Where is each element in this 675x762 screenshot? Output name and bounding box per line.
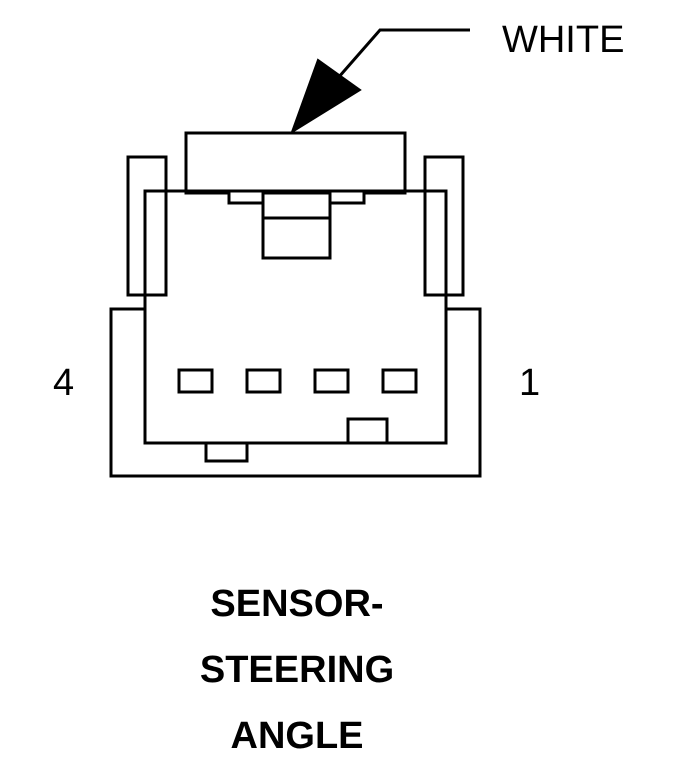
title-line-1: SENSOR-: [210, 583, 383, 625]
center-key-slot: [261, 203, 332, 260]
pin-right-label: 1: [519, 362, 540, 404]
key-notch-right: [328, 189, 366, 205]
pin-cavity-2: [313, 368, 350, 394]
callout-leader-line: [336, 28, 470, 79]
connector-outer-shell: [109, 307, 482, 478]
left-latch-post: [126, 155, 168, 297]
right-latch-post: [423, 155, 465, 297]
connector-body: [143, 189, 448, 463]
locking-tab: [184, 131, 407, 195]
title-line-3: ANGLE: [231, 715, 364, 757]
pin-cavities: [177, 368, 418, 394]
pin-cavity-3: [245, 368, 282, 394]
pin-left-label: 4: [53, 362, 74, 404]
callout-arrow-icon: [290, 58, 362, 135]
wire-color-label: WHITE: [502, 19, 624, 61]
pin-cavity-4: [177, 368, 214, 394]
pin-cavity-1: [381, 368, 418, 394]
key-notch-left: [227, 189, 265, 205]
title-line-2: STEERING: [200, 649, 394, 691]
